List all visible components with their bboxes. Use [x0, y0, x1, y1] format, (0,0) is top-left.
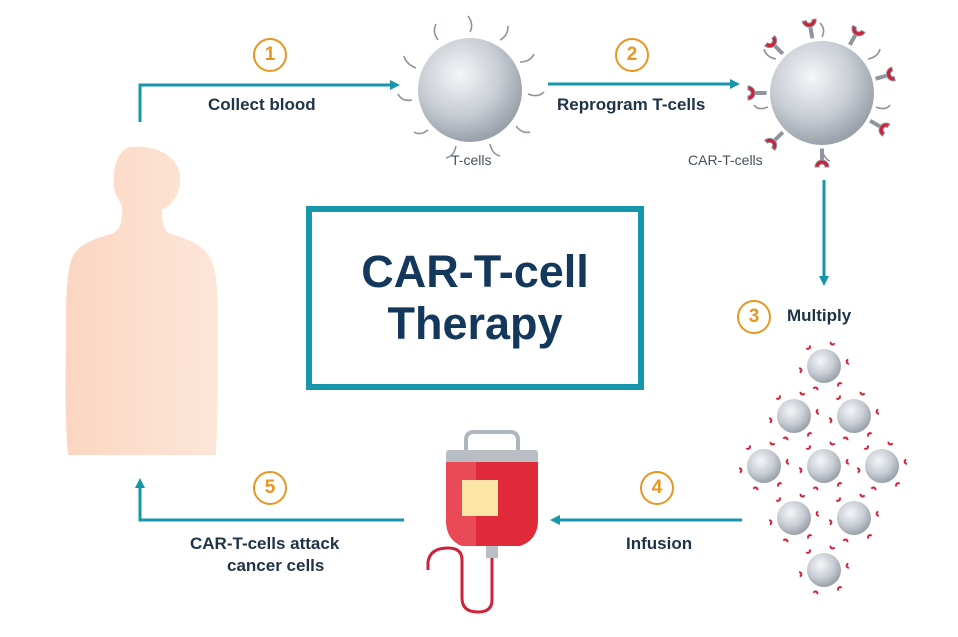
- step-3-badge: 3: [737, 300, 771, 334]
- t-cell-icon: [397, 15, 545, 159]
- iv-bag-icon: [426, 430, 538, 614]
- title-line-2: Therapy: [387, 298, 563, 349]
- cluster-cell: [828, 493, 880, 543]
- cluster-cell: [798, 341, 850, 391]
- step-4-badge: 4: [640, 471, 674, 505]
- cell-cluster-icon: [738, 341, 908, 595]
- arrow-attack: [135, 478, 404, 522]
- title-box: CAR-T-cell Therapy: [306, 206, 644, 390]
- step-2-badge: 2: [615, 38, 649, 72]
- step-2-label: Reprogram T-cells: [557, 95, 706, 114]
- cluster-cell: [856, 441, 908, 491]
- cluster-cell: [768, 391, 820, 441]
- cluster-cell: [828, 391, 880, 441]
- cartcells-label: CAR-T-cells: [688, 152, 763, 168]
- human-silhouette-icon: [65, 146, 218, 455]
- cluster-cell: [738, 441, 790, 491]
- step-5-label-line1: CAR-T-cells attack: [190, 534, 340, 553]
- arrow-collect: [138, 80, 400, 122]
- cluster-cell: [798, 441, 850, 491]
- flow-arrows: [135, 79, 829, 525]
- step-1-label: Collect blood: [208, 95, 316, 114]
- car-t-cell-icon: [747, 18, 896, 168]
- tcells-label: T-cells: [451, 152, 492, 168]
- cluster-cell: [798, 545, 850, 595]
- cluster-cell: [768, 493, 820, 543]
- step-4-label: Infusion: [626, 534, 693, 553]
- step-3-label: Multiply: [787, 306, 852, 325]
- step-5-badge: 5: [253, 471, 287, 505]
- step-5-label-line2: cancer cells: [227, 556, 325, 575]
- title-line-1: CAR-T-cell: [361, 246, 589, 298]
- step-1-badge: 1: [253, 38, 287, 72]
